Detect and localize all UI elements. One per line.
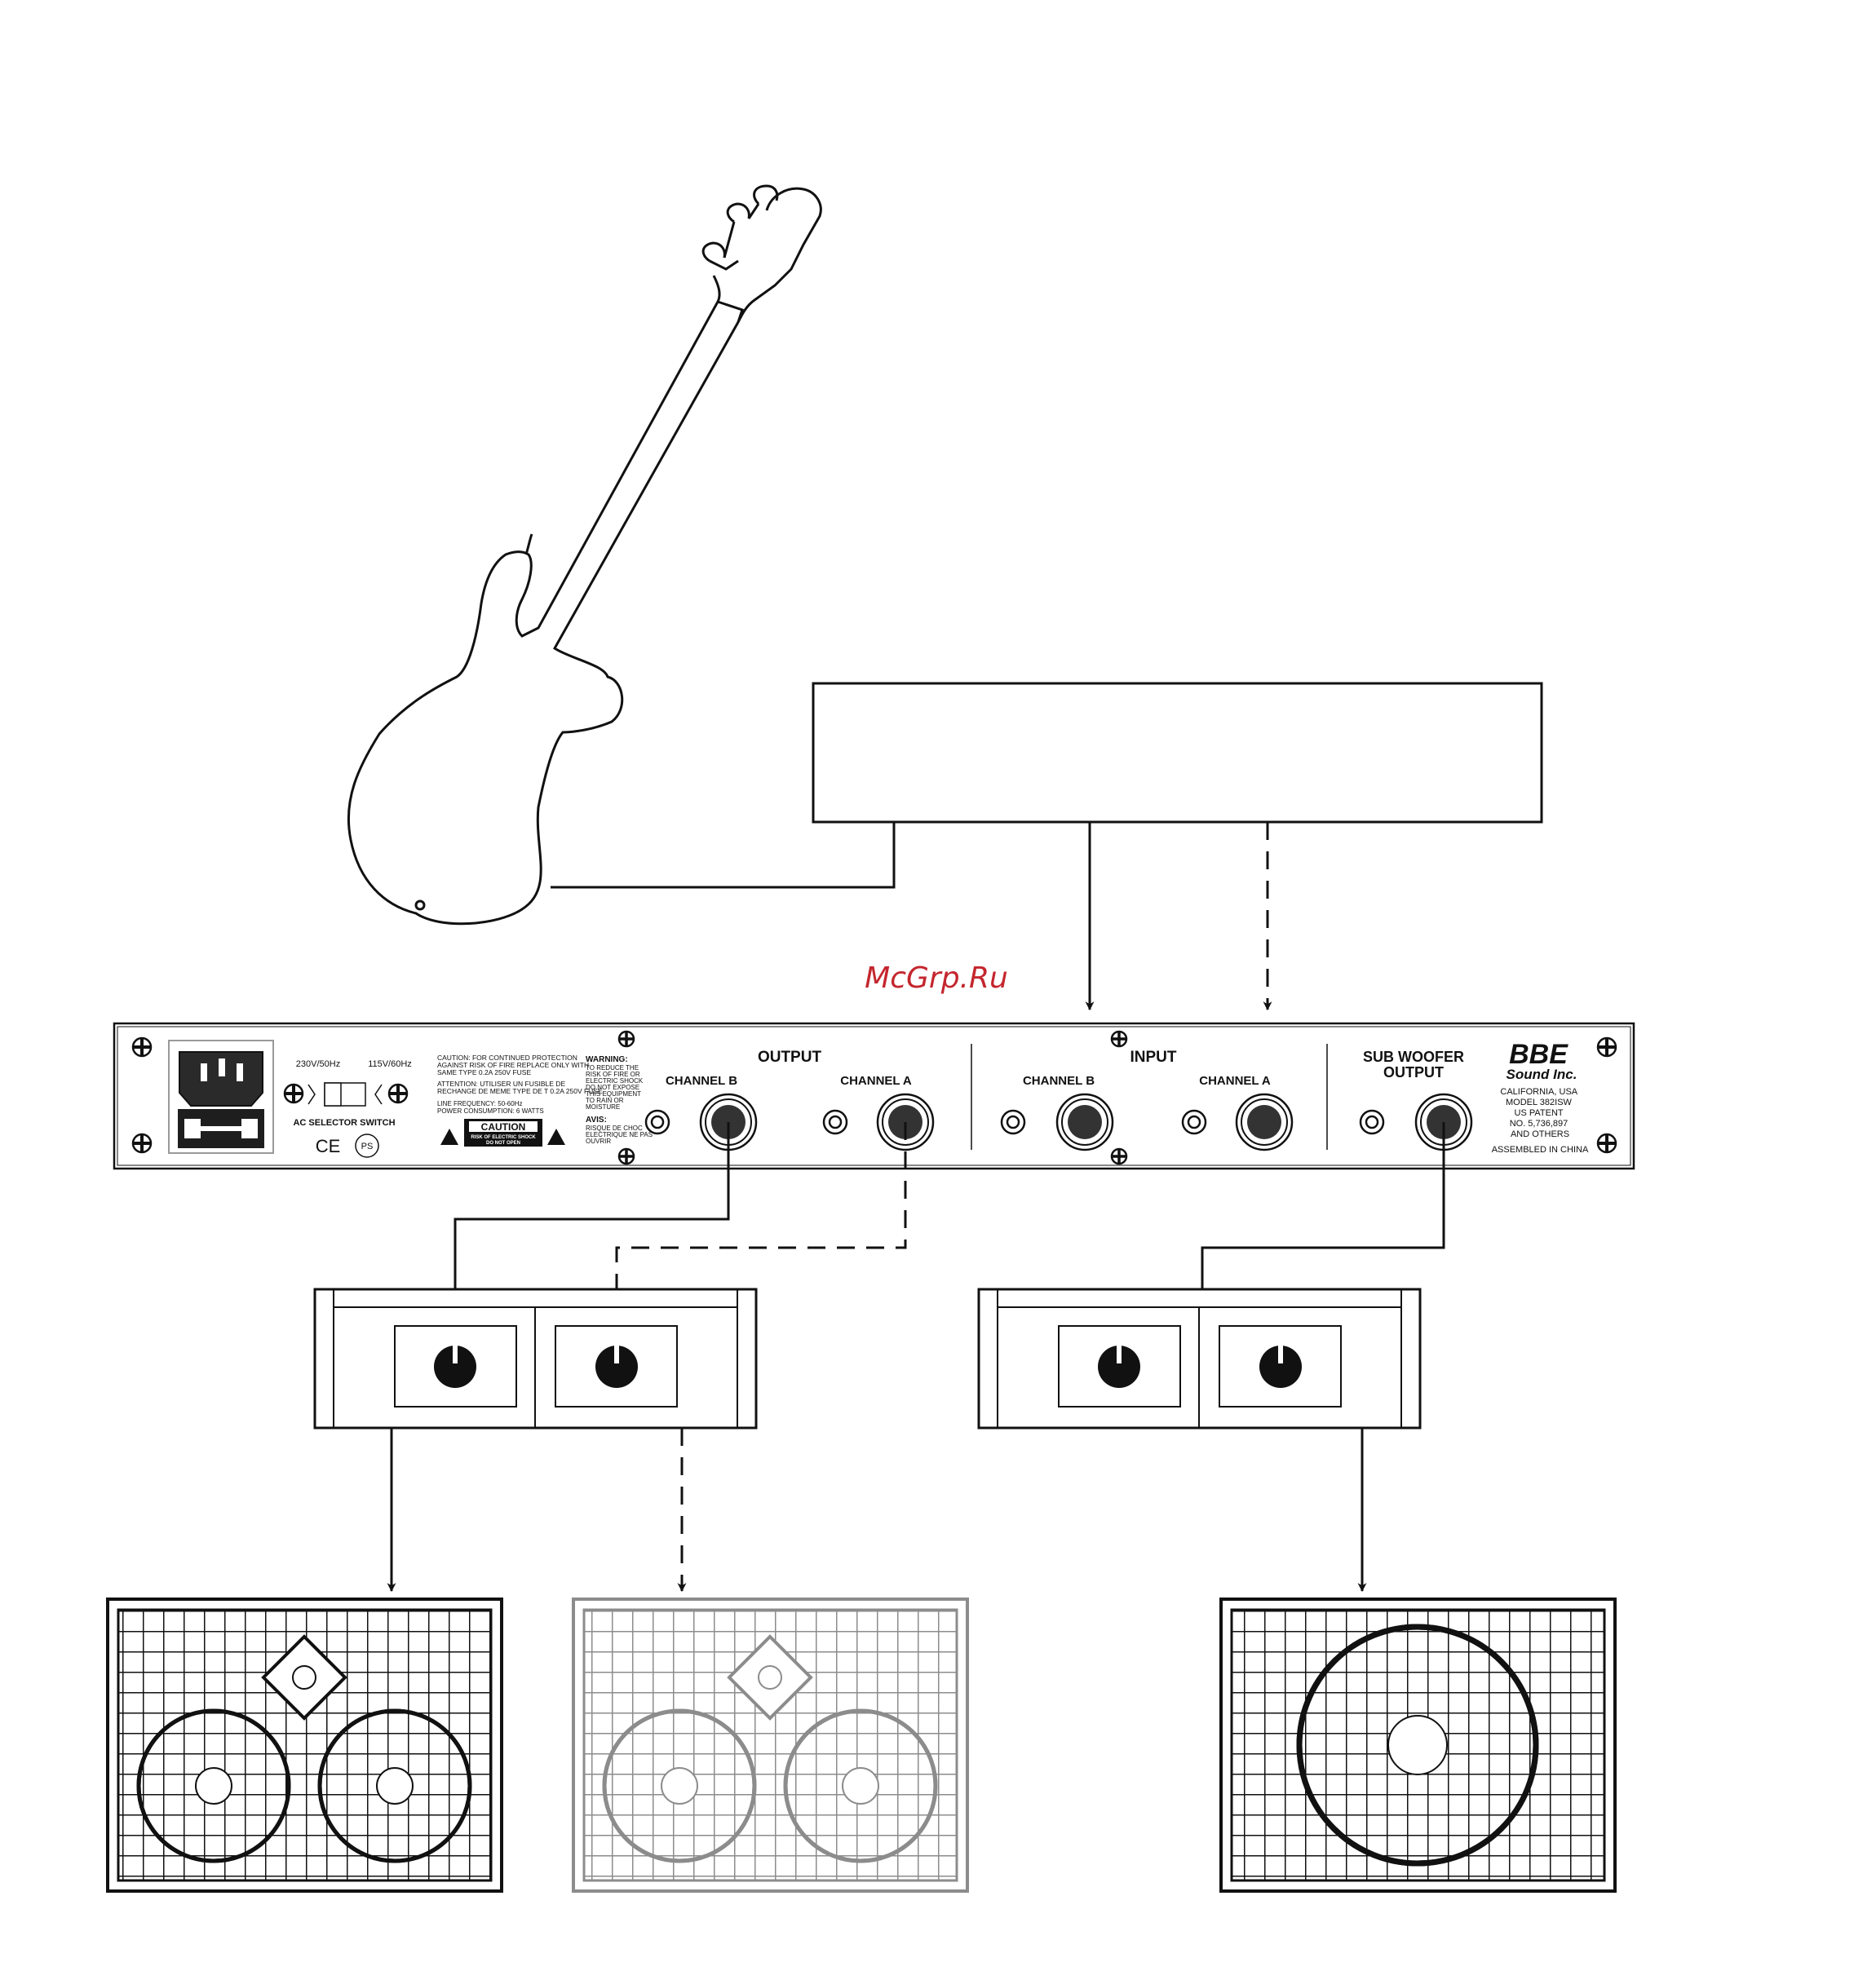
caution-text: CAUTION: FOR CONTINUED PROTECTION AGAINS… (437, 1054, 591, 1076)
input-a-led-icon (1181, 1109, 1207, 1135)
ps-mark: PS (361, 1142, 374, 1151)
warning-text: WARNING: TO REDUCE THE RISK OF FIRE OR E… (586, 1055, 644, 1111)
speaker-cabinet-2x12-alt-icon (572, 1598, 969, 1893)
output-b-cable (450, 1122, 730, 1298)
voltage-230-label: 230V/50Hz (296, 1059, 340, 1069)
caution-label-plate (440, 1119, 565, 1147)
ps-mark-icon (355, 1134, 379, 1158)
power-inlet-icon (168, 1040, 274, 1154)
input-channel-b-label: CHANNEL B (1023, 1074, 1095, 1088)
sub-output-cable (1197, 1122, 1445, 1298)
avis-text: AVIS: RISQUE DE CHOC ELECTRIQUE NE PAS O… (586, 1116, 654, 1145)
speaker-cabinet-2x12-icon (106, 1598, 503, 1893)
assembled-label: ASSEMBLED IN CHINA (1492, 1145, 1589, 1155)
input-title: INPUT (1130, 1049, 1177, 1066)
amp-right-knob-1-icon[interactable] (1098, 1346, 1140, 1388)
bass-guitar-icon (347, 184, 822, 926)
subwoofer-cabinet-icon (1219, 1598, 1617, 1893)
caution-sub-2: DO NOT OPEN (486, 1141, 520, 1146)
ac-selector-label: AC SELECTOR SWITCH (293, 1118, 395, 1128)
model-info: CALIFORNIA, USA MODEL 382ISW US PATENT N… (1500, 1087, 1579, 1139)
output-channel-a-label: CHANNEL A (840, 1074, 912, 1088)
voltage-115-label: 115V/60Hz (368, 1059, 412, 1069)
input-channel-a-label: CHANNEL A (1199, 1074, 1271, 1088)
sub-woofer-title-2: OUTPUT (1383, 1064, 1444, 1081)
rack-screw-icon (131, 1030, 1617, 1165)
effects-unit-box (812, 682, 1543, 824)
amp-left-knob-2-icon[interactable] (595, 1346, 638, 1388)
watermark: McGrp.Ru (865, 961, 1008, 995)
output-b-led-icon (644, 1109, 670, 1135)
caution-sub-1: RISK OF ELECTRIC SHOCK (471, 1135, 536, 1140)
rack-panel (113, 1022, 1635, 1170)
output-title: OUTPUT (758, 1049, 822, 1066)
bbe-logo: BBE (1509, 1039, 1568, 1070)
output-a-led-icon (822, 1109, 848, 1135)
attention-text: ATTENTION: UTILISER UN FUSIBLE DE RECHAN… (437, 1080, 603, 1095)
ce-mark: CE (316, 1136, 341, 1156)
output-channel-b-label: CHANNEL B (666, 1074, 737, 1088)
amp-right-knob-2-icon[interactable] (1259, 1346, 1302, 1388)
output-a-cable (612, 1122, 907, 1298)
power-amp-left (313, 1288, 758, 1430)
line-frequency-text: LINE FREQUENCY: 50-60Hz POWER CONSUMPTIO… (437, 1100, 544, 1115)
input-b-jack[interactable] (1055, 1093, 1114, 1151)
sub-woofer-title: SUB WOOFER (1363, 1049, 1464, 1065)
ac-selector-switch[interactable] (308, 1082, 383, 1107)
input-a-jack[interactable] (1235, 1093, 1294, 1151)
sub-led-icon (1359, 1109, 1385, 1135)
bbe-logo-sub: Sound Inc. (1507, 1067, 1577, 1082)
caution-label: CAUTION (481, 1121, 526, 1133)
amp-left-knob-1-icon[interactable] (434, 1346, 476, 1388)
rack-unit: 230V/50Hz 115V/60Hz AC SELECTOR SWITCH C… (113, 1022, 1635, 1170)
power-amp-right (977, 1288, 1422, 1430)
input-b-led-icon (1000, 1109, 1026, 1135)
